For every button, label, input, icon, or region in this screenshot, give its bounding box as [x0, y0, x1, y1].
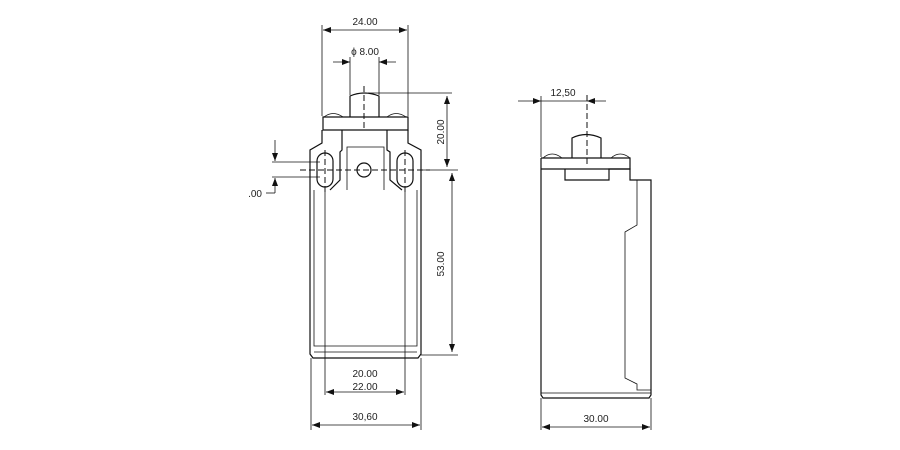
dim-plunger-diameter: ϕ 8.00: [351, 47, 379, 58]
screw-right: [386, 113, 407, 118]
body: [309, 172, 422, 359]
head-inner-u: [346, 146, 385, 190]
plunger: [349, 92, 380, 117]
top-plate: [322, 116, 409, 131]
side-screw-right: [610, 153, 631, 159]
side-body: [540, 158, 652, 399]
front-view: 24.00 ϕ 8.00 20.00 53.00 .00 20.00 22.00…: [248, 17, 458, 430]
dim-body-height: 53.00: [436, 251, 447, 276]
side-screw-left: [542, 153, 563, 159]
dim-inner-2: 22.00: [352, 382, 377, 393]
dim-plunger-height: 20.00: [436, 119, 447, 144]
screw-left: [323, 113, 344, 118]
side-plunger: [571, 133, 602, 158]
dim-plunger-offset: 12,50: [550, 88, 575, 99]
dim-slot-partial: .00: [248, 189, 262, 200]
dim-width-top: 24.00: [352, 17, 377, 28]
side-body-detail: [541, 180, 651, 394]
side-view: 12,50 30.00: [518, 88, 652, 430]
body-inner: [313, 190, 418, 353]
dim-depth: 30.00: [583, 414, 608, 425]
side-top-plate: [541, 157, 631, 170]
dim-inner-1: 20.00: [352, 369, 377, 380]
dim-body-width: 30,60: [352, 412, 377, 423]
head-flange: [309, 130, 422, 191]
